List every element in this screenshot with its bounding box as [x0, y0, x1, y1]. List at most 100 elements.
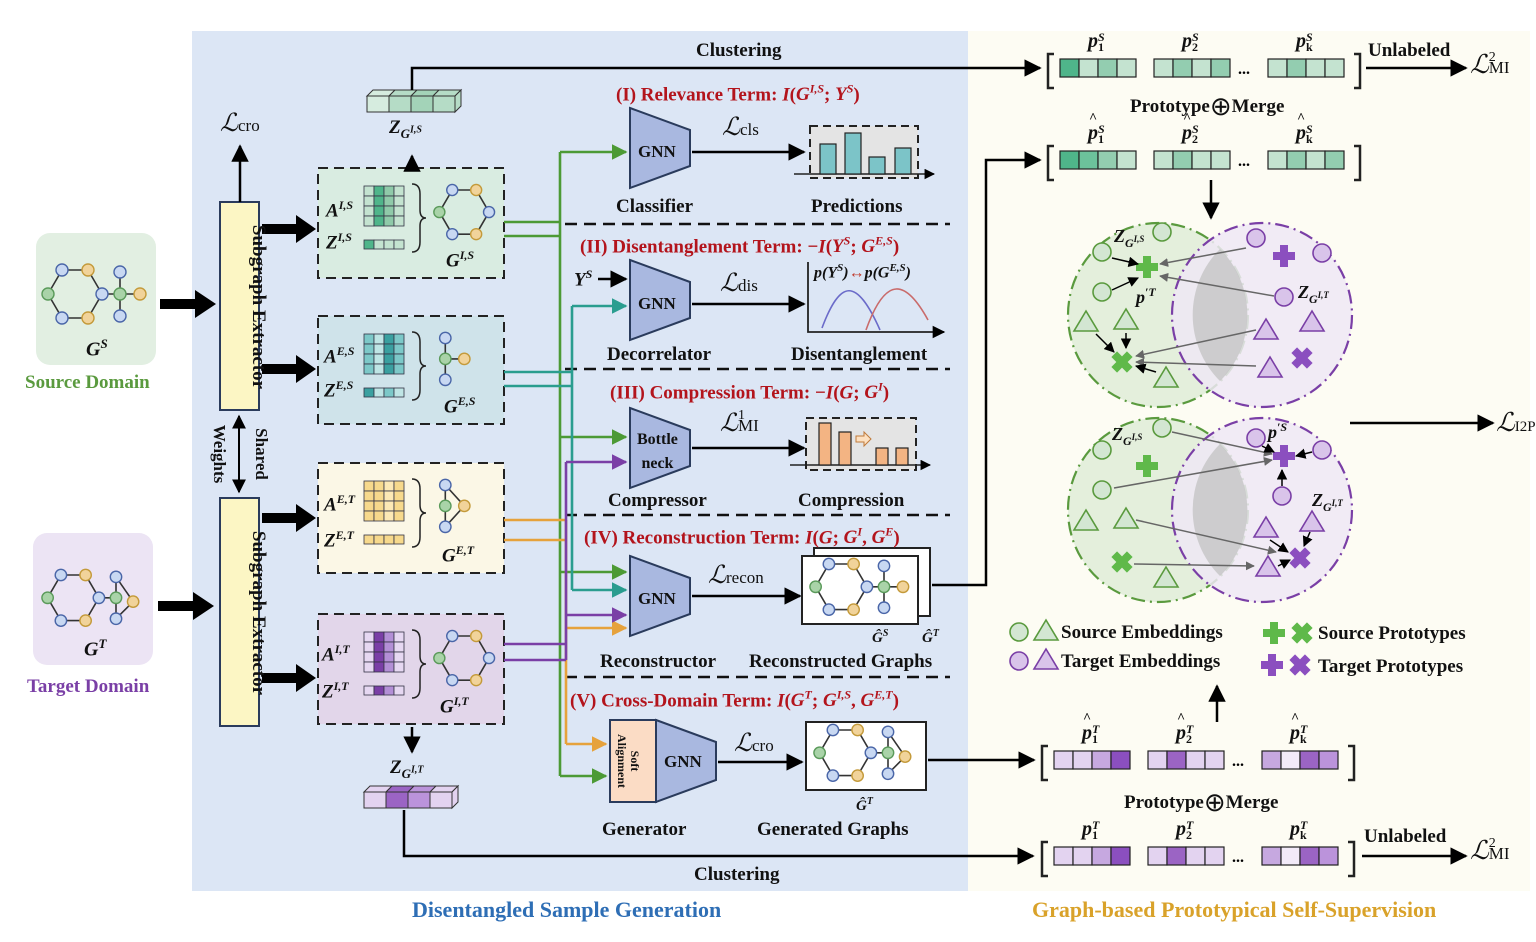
source-embedding: [1152, 222, 1172, 242]
source-prototype-cross: [1111, 351, 1133, 373]
source-prototype-plus: [1136, 256, 1158, 278]
graph-node: [41, 591, 54, 605]
arrow-t-to-p: [1159, 247, 1247, 267]
classifier-name: Classifier: [616, 196, 694, 217]
source-domain-box: [36, 233, 156, 365]
adjacency-cell: [393, 651, 405, 663]
dashed-frame: [317, 462, 505, 574]
reconstructed-graphs-name: Reconstructed Graphs: [749, 651, 933, 672]
clustering-bottom-label: Clustering: [694, 864, 780, 885]
legend-source-plus-icon: [1263, 622, 1285, 644]
gen-graph-icon: [813, 723, 912, 782]
unlabeled-bottom-label: Unlabeled: [1364, 826, 1447, 847]
adjacency-cell: [383, 480, 395, 492]
prototype-cell: [1318, 750, 1339, 770]
compression-arrow-icon: [855, 430, 872, 448]
term-separators: [565, 222, 950, 679]
arrow-t-to-x: [1135, 357, 1257, 367]
decorrelator-gnn-label: GNN: [638, 294, 676, 313]
adjacency-cell: [363, 353, 375, 365]
adjacency-cell: [363, 641, 375, 653]
source-prototype-cross: [1111, 551, 1133, 573]
prototype-cell: [1191, 150, 1212, 170]
prototype-cell: [1261, 846, 1282, 866]
graph-node: [881, 746, 895, 760]
target-embedding: [1298, 309, 1326, 332]
graph-node: [469, 629, 483, 643]
adjacency-cell: [373, 661, 385, 673]
prediction-bar: [819, 143, 837, 175]
feature-cell: [393, 239, 405, 250]
prototype-cell: [1072, 750, 1093, 770]
adjacency-cell: [393, 510, 405, 522]
graph-node: [41, 287, 55, 301]
adjacency-cell: [363, 363, 375, 375]
legend-source-cross-icon: [1291, 622, 1313, 644]
term-3-title: (III) Compression Term: −I(G; GI): [610, 380, 890, 404]
prototype-ellipsis: ...: [1238, 61, 1250, 78]
prototype-cell: [1210, 150, 1231, 170]
adjacency-cell: [373, 333, 385, 345]
g-is-label: GI,S: [446, 248, 475, 272]
adjacency-cell: [363, 510, 375, 522]
prototype-cell: [1097, 150, 1118, 170]
source-domain-label: Source Domain: [25, 372, 150, 393]
prototype-cell: [1147, 846, 1168, 866]
target-graph-label: GT: [84, 636, 107, 661]
source-embedding: [1092, 480, 1112, 500]
prediction-bar: [894, 147, 912, 175]
graph-node: [826, 723, 840, 737]
adjacency-cell: [383, 185, 395, 197]
classifier-module: [629, 106, 691, 190]
arrow-to-is: [262, 215, 316, 243]
source-embedding: [1072, 309, 1100, 332]
left-bracket: [1046, 52, 1054, 90]
graph-node: [54, 568, 68, 582]
graph-node: [864, 746, 878, 760]
prototype-cell: [1147, 750, 1168, 770]
feature-cell: [363, 239, 375, 250]
graph-node: [881, 767, 895, 781]
arrow-s-to-x: [1134, 363, 1157, 374]
graph-node: [113, 265, 127, 279]
subgraph-box-es: [317, 315, 505, 425]
target-embedding-vector: [362, 784, 460, 810]
graph-node: [433, 205, 446, 219]
cross-shape: [1289, 654, 1311, 676]
graph-node: [482, 205, 496, 219]
graph-node: [438, 331, 452, 345]
graph-node: [457, 352, 471, 366]
graph-node: [457, 499, 471, 513]
source-graph-icon: [41, 263, 147, 325]
left-bracket: [1040, 744, 1048, 782]
prediction-bar: [844, 132, 862, 175]
reconstructor-name: Reconstructor: [600, 651, 717, 672]
a-es-label: AE,S: [324, 344, 355, 368]
g-it-label: GI,T: [440, 694, 469, 718]
feature-cell: [383, 685, 395, 696]
prototype-cell: [1116, 58, 1137, 78]
prototype-cell: [1059, 58, 1080, 78]
source-input-arrow: [160, 290, 216, 318]
graph-node: [55, 263, 69, 277]
prototype-cell: [1191, 58, 1212, 78]
graph-node: [81, 263, 95, 277]
recon-gs-label: ĜS: [872, 628, 889, 646]
adjacency-cell: [393, 343, 405, 355]
soft-alignment-module: [609, 719, 657, 803]
prototype-cell: [1185, 750, 1206, 770]
graph-node: [95, 287, 109, 301]
compression-bar: [818, 422, 832, 466]
target-embedding: [1256, 355, 1284, 378]
cluster-bot-ztgt: ZGI,T: [1312, 490, 1343, 514]
prototype-cell: [1078, 58, 1099, 78]
subgraph-graph-icon: [438, 331, 471, 387]
prototype-cell: [1299, 846, 1320, 866]
predictions-name: Predictions: [811, 196, 903, 217]
loss-mi2-bottom: ℒ2MI: [1470, 836, 1510, 866]
prototype-cell: [1280, 846, 1301, 866]
graph-node: [877, 601, 891, 615]
